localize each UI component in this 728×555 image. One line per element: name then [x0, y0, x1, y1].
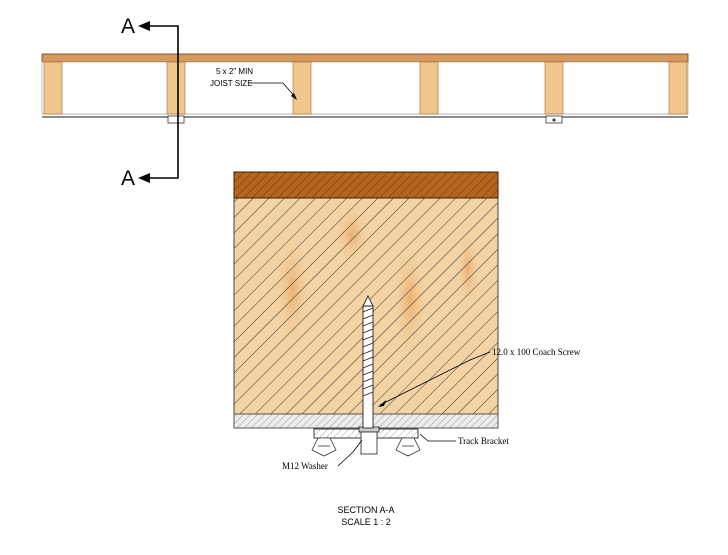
joist — [43, 61, 63, 115]
floor-deck — [41, 53, 689, 63]
joist-callout-line2: JOIST SIZE — [210, 79, 253, 88]
section-marker-top: A — [121, 15, 135, 38]
section-cut-line — [138, 21, 179, 183]
leader-lines — [337, 351, 491, 467]
joist — [544, 61, 564, 115]
joist-callout-line1: 5 x 2" MIN — [216, 67, 253, 76]
joist — [419, 61, 439, 115]
section-title: SECTION A-A — [337, 505, 394, 515]
joist — [668, 61, 688, 115]
section-marker-bottom: A — [121, 167, 135, 190]
track-bracket-label: Track Bracket — [458, 436, 509, 446]
joist-callout — [249, 82, 297, 100]
arrow-icon — [138, 173, 150, 183]
floor-joist-strip — [41, 53, 689, 124]
arrow-icon — [138, 21, 150, 31]
joist — [166, 61, 186, 115]
floor-cavity — [41, 61, 689, 115]
track-bracket-marker — [167, 115, 185, 124]
section-scale: SCALE 1 : 2 — [341, 517, 391, 527]
section-detail — [233, 171, 499, 467]
washer-label: M12 Washer — [282, 461, 328, 471]
coach-screw — [362, 294, 374, 429]
joist — [292, 61, 312, 115]
coach-screw-label: 12.0 x 100 Coach Screw — [492, 347, 581, 357]
